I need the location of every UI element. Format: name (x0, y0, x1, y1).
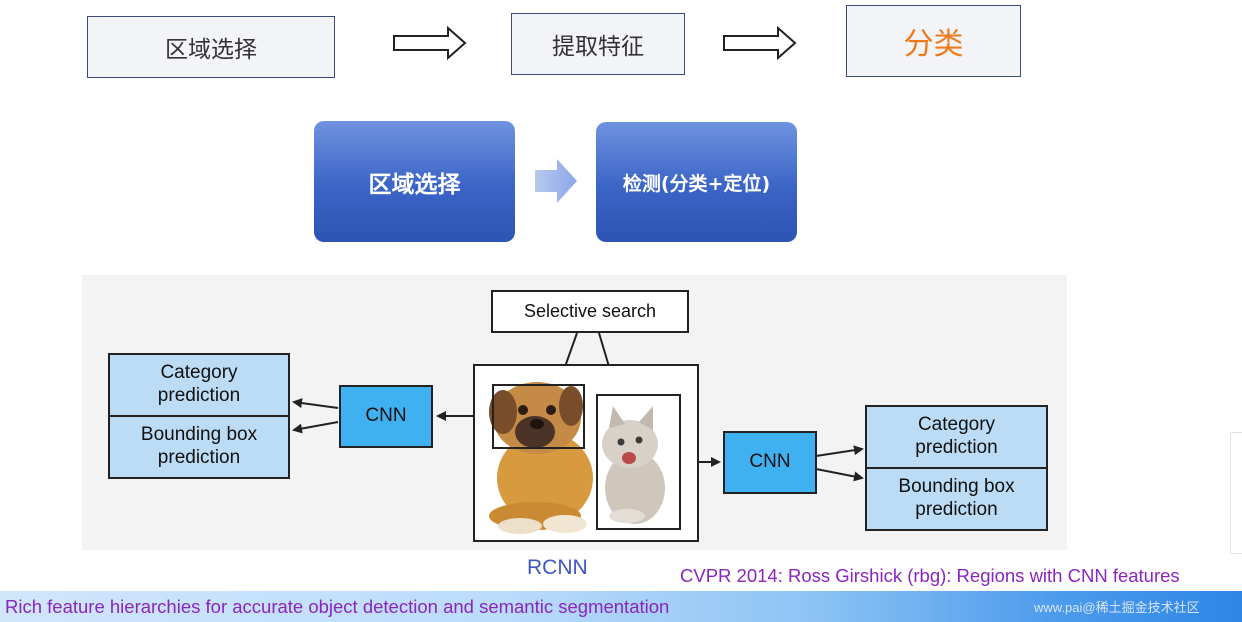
pipeline-step-label: 提取特征 (552, 34, 644, 60)
category-prediction-label: Category prediction (157, 362, 241, 406)
right-category-prediction-box: Category prediction (865, 405, 1048, 469)
cnn-label: CNN (749, 451, 791, 473)
pipeline-step-extract-features: 提取特征 (511, 13, 685, 75)
selective-search-box: Selective search (491, 290, 689, 333)
right-arrow-icon (723, 26, 797, 60)
bbox-prediction-label: Bounding box prediction (898, 476, 1015, 520)
bbox-prediction-label: Bounding box prediction (140, 424, 258, 468)
left-cnn-box: CNN (339, 385, 433, 448)
rcnn-caption: RCNN (527, 556, 588, 579)
cvpr-citation: CVPR 2014: Ross Girshick (rbg): Regions … (680, 565, 1180, 586)
pipeline2-step-region-select: 区域选择 (314, 121, 515, 242)
arrow-left-cnn-to-bbox (292, 421, 339, 434)
right-arrow-icon (535, 159, 577, 203)
edge-side-widget (1230, 432, 1242, 554)
pipeline-step-classify: 分类 (846, 5, 1021, 77)
right-bbox-prediction-box: Bounding box prediction (865, 467, 1048, 531)
pipeline2-step-detection: 检测(分类+定位) (596, 122, 797, 242)
pipeline-step-label: 分类 (903, 27, 964, 62)
selective-search-label: Selective search (523, 300, 657, 321)
pipeline2-step-label: 区域选择 (368, 171, 461, 198)
dog-and-cat-image (489, 382, 665, 534)
pipeline-step-label: 区域选择 (165, 37, 257, 63)
right-arrow-icon (393, 26, 467, 60)
arrow-left-cnn-to-category (292, 398, 339, 409)
cnn-label: CNN (365, 405, 407, 427)
category-prediction-label: Category prediction (915, 414, 998, 458)
bottom-banner (0, 591, 1242, 622)
pipeline-step-region-select: 区域选择 (87, 16, 335, 78)
dog-region-box (492, 384, 585, 449)
left-bbox-prediction-box: Bounding box prediction (108, 415, 290, 479)
pipeline2-step-label: 检测(分类+定位) (622, 172, 771, 195)
cat-region-box (596, 394, 681, 530)
watermark: www.pai@稀土掘金技术社区 (1034, 600, 1200, 615)
arrow-right-cnn-to-bbox (815, 468, 864, 482)
left-category-prediction-box: Category prediction (108, 353, 290, 417)
right-cnn-box: CNN (723, 431, 817, 494)
paper-title: Rich feature hierarchies for accurate ob… (5, 596, 670, 617)
arrow-right-cnn-to-category (815, 445, 864, 457)
